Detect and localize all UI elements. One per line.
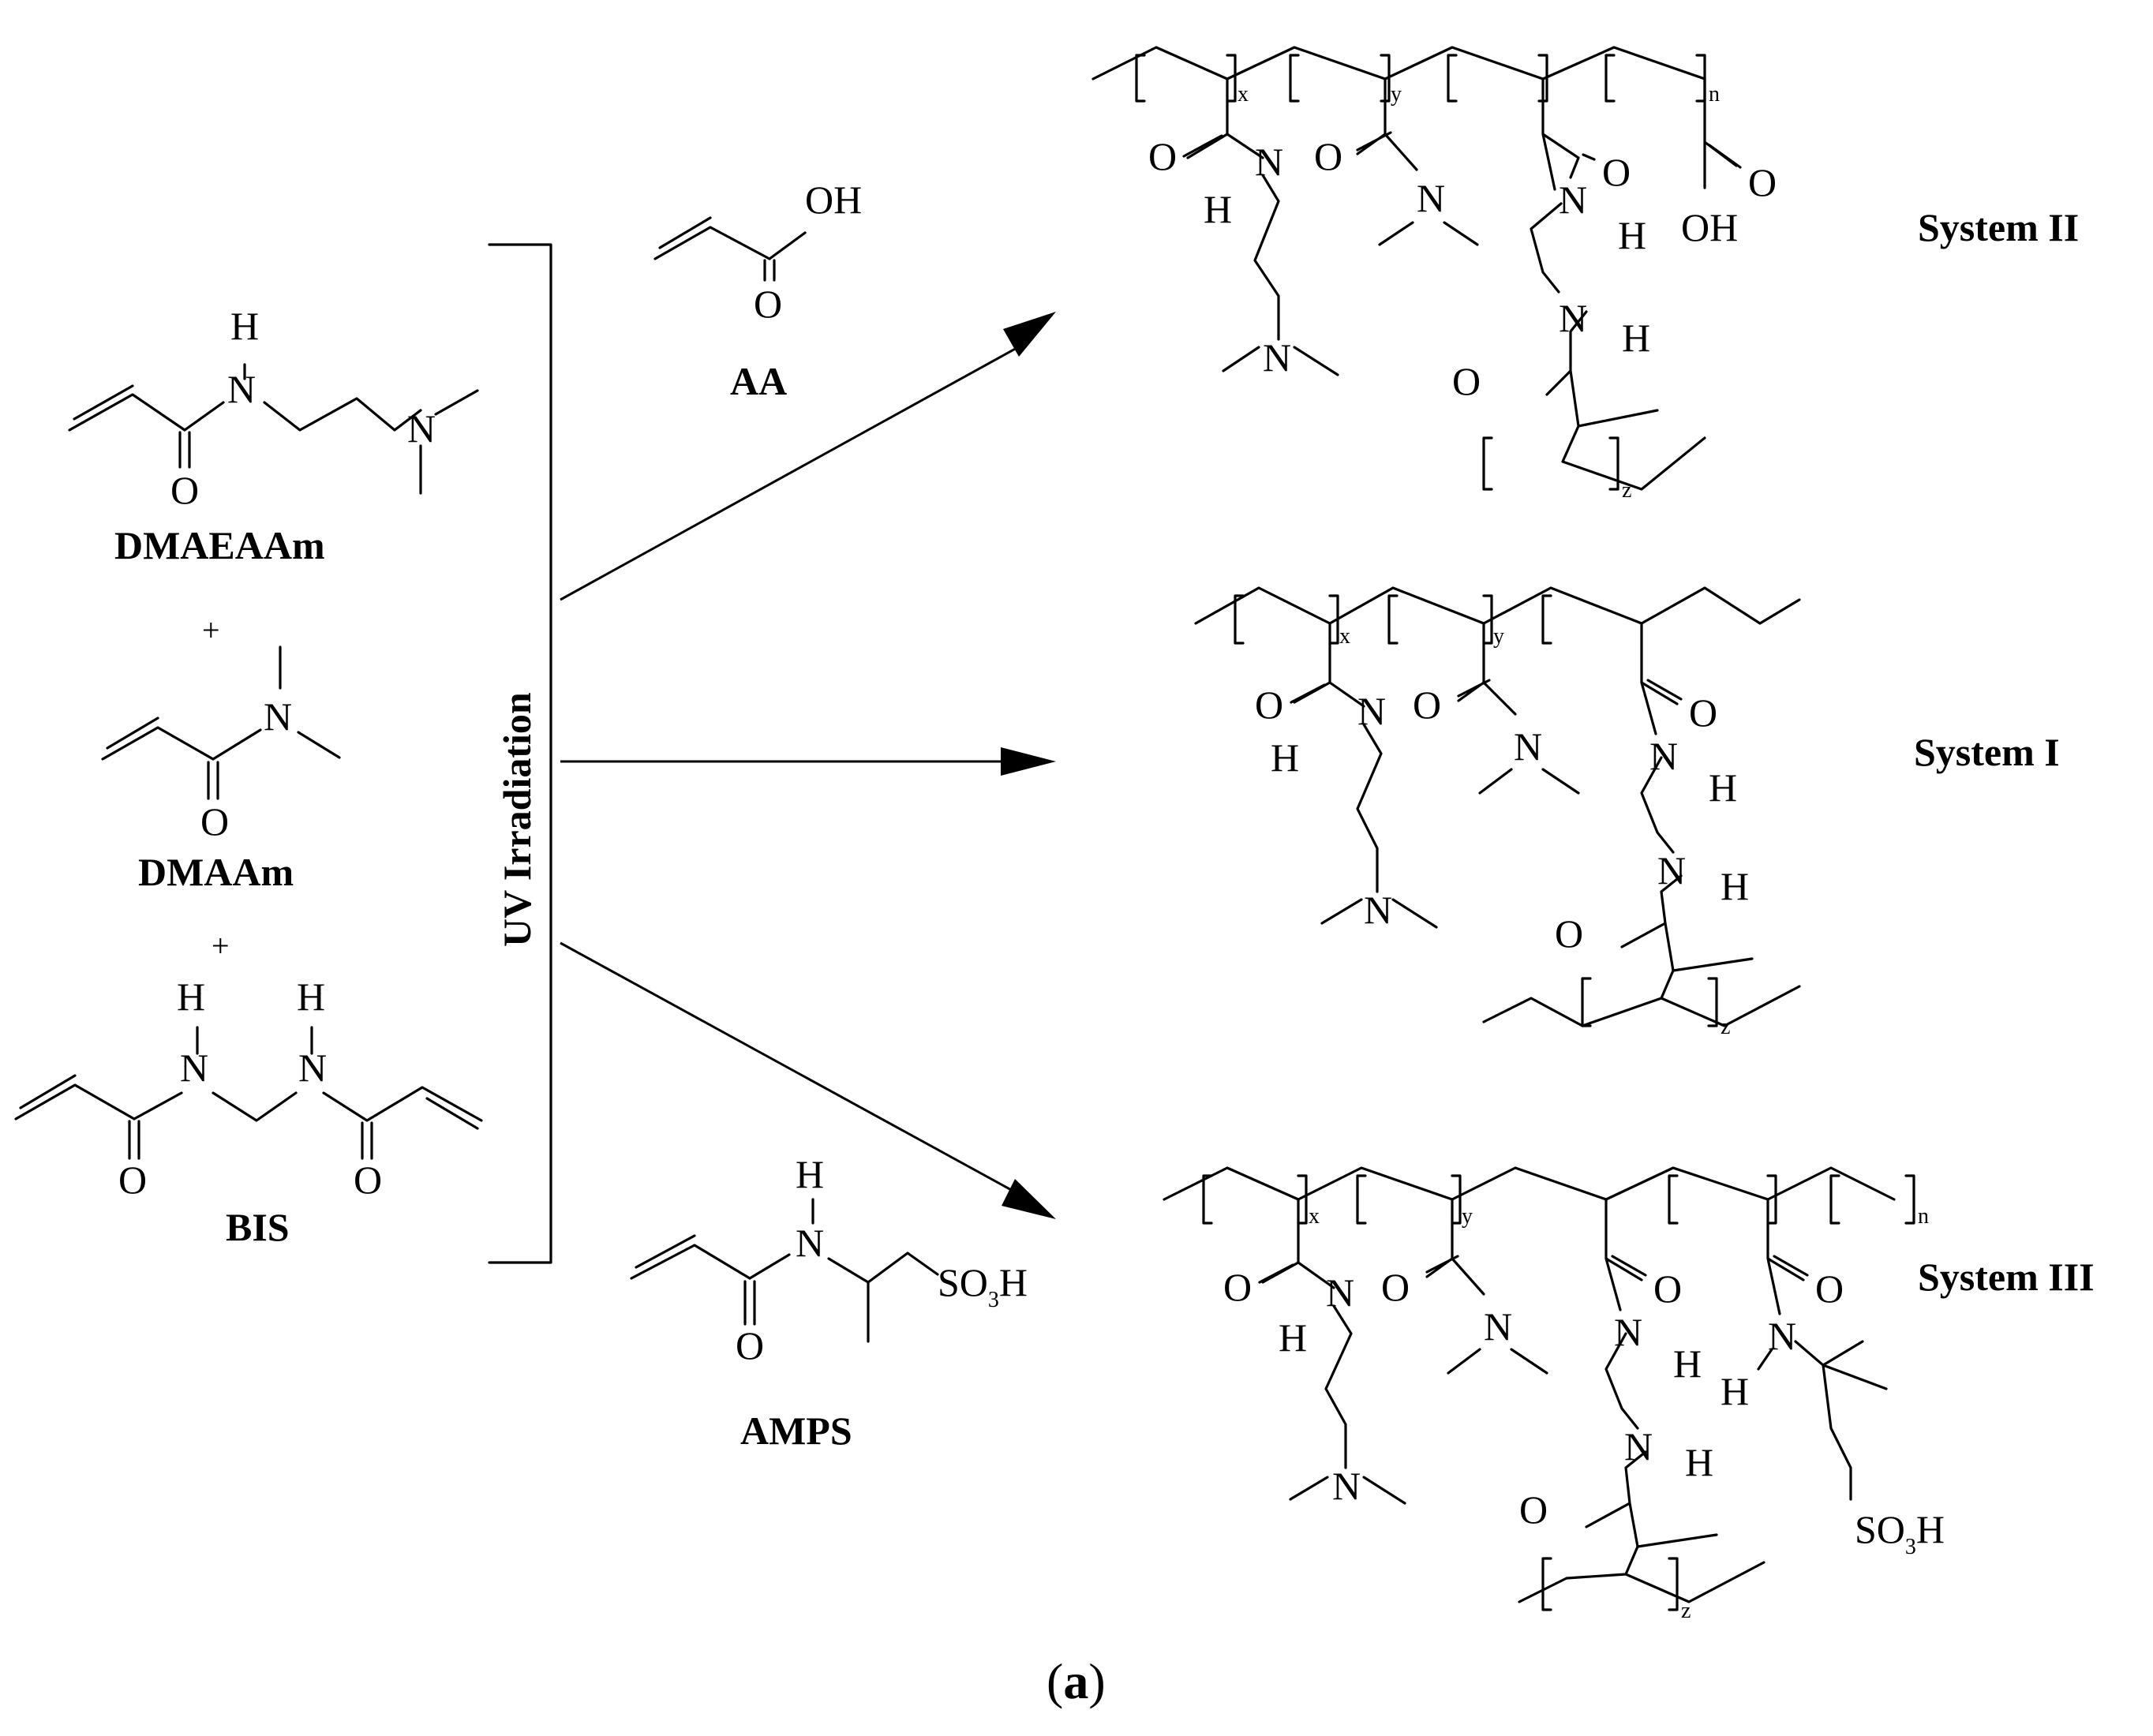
system-iii-o-atom-4: O <box>1519 1487 1548 1532</box>
system-i-o-atom-4: O <box>1555 911 1583 956</box>
system-iii-n-atom-2: N <box>1332 1464 1361 1508</box>
plus-sign-2: + <box>212 928 230 963</box>
system-i-n-atom-3: N <box>1514 724 1542 769</box>
system-i-o-atom-2: O <box>1413 683 1441 727</box>
system-ii-n-atom-5: N <box>1559 296 1587 340</box>
dmaeaam-structure: H N N O <box>68 304 479 512</box>
system-iii-n-atom-3: N <box>1484 1304 1512 1349</box>
system-iii-n-atom-6: N <box>1768 1314 1796 1358</box>
bis-h-atom-right: H <box>297 975 325 1019</box>
system-ii-x-label: x <box>1238 82 1249 107</box>
system-ii-o-atom-1: O <box>1148 134 1177 178</box>
system-i-label: System I <box>1914 730 2060 774</box>
system-iii-label: System III <box>1918 1255 2095 1299</box>
system-iii-n-atom-1: N <box>1326 1270 1354 1315</box>
amps-structure: H N O SO3H <box>630 1152 1028 1367</box>
system-iii-o-atom-1: O <box>1223 1265 1252 1309</box>
figure-caption: (a) <box>1047 1653 1106 1709</box>
system-ii-h-atom-1: H <box>1204 187 1232 231</box>
dmaeaam-n-atom: N <box>227 367 256 411</box>
amps-n-atom: N <box>796 1221 824 1265</box>
system-i-h-atom-2: H <box>1709 765 1737 810</box>
system-ii-n-atom-2: N <box>1263 335 1291 380</box>
system-ii-z-label: z <box>1622 478 1631 503</box>
system-i-h-atom-3: H <box>1721 864 1749 908</box>
system-iii-h-atom-4: H <box>1721 1369 1749 1413</box>
amps-so3h-group: SO3H <box>938 1260 1028 1312</box>
uv-irradiation-label: UV Irradiation <box>495 692 539 947</box>
system-i-n-atom-4: N <box>1649 734 1678 778</box>
arrow-to-system-i <box>560 747 1056 776</box>
system-iii-n-label: n <box>1918 1204 1929 1229</box>
system-iii-h-atom-1: H <box>1279 1315 1307 1360</box>
dmaam-label: DMAAm <box>138 850 294 894</box>
system-i-o-atom-3: O <box>1689 690 1717 735</box>
system-ii-o-atom-3: O <box>1602 150 1631 194</box>
system-ii-label: System II <box>1918 205 2079 249</box>
system-iii-polymer: x y n O N H N O N O N H N H O z O N H SO… <box>1163 1166 1945 1623</box>
dmaam-n-atom: N <box>264 694 292 739</box>
system-ii-n-atom-3: N <box>1417 176 1445 220</box>
system-i-n-atom-2: N <box>1364 888 1392 932</box>
aa-structure: OH O <box>653 178 862 326</box>
system-ii-n-label: n <box>1709 82 1720 107</box>
system-i-x-label: x <box>1339 624 1350 649</box>
arrow-to-system-iii <box>560 941 1056 1219</box>
system-i-h-atom-1: H <box>1271 735 1299 780</box>
system-iii-n-atom-4: N <box>1614 1310 1642 1354</box>
system-i-y-label: y <box>1493 624 1504 649</box>
arrow-to-system-ii <box>560 312 1056 601</box>
aa-oh-group: OH <box>805 178 862 222</box>
amps-label: AMPS <box>740 1409 852 1453</box>
bis-n-atom-right: N <box>298 1046 327 1090</box>
system-i-polymer: x y O N H N O N O N H N H O z <box>1194 586 1801 1039</box>
system-ii-o-atom-4: O <box>1452 359 1481 403</box>
system-iii-z-label: z <box>1681 1599 1691 1623</box>
dmaeaam-label: DMAEAAm <box>114 523 325 567</box>
dmaeaam-h-atom: H <box>230 304 259 348</box>
system-i-n-atom-5: N <box>1657 848 1686 892</box>
system-iii-h-atom-3: H <box>1685 1440 1713 1484</box>
system-i-z-label: z <box>1721 1015 1730 1039</box>
amps-o-atom: O <box>736 1323 764 1367</box>
system-ii-o-atom-2: O <box>1314 134 1342 178</box>
system-iii-n-atom-5: N <box>1624 1424 1653 1468</box>
bis-label: BIS <box>226 1205 290 1249</box>
system-iii-o-atom-5: O <box>1815 1266 1844 1311</box>
system-ii-oh-group: OH <box>1681 205 1738 249</box>
system-iii-h-atom-2: H <box>1673 1341 1702 1386</box>
plus-sign-1: + <box>202 612 220 648</box>
system-ii-polymer: x y n O N H N O N O N H N H O z O OH <box>1091 46 1777 503</box>
dmaeaam-n2-atom: N <box>407 406 436 451</box>
system-ii-h-atom-3: H <box>1622 316 1650 360</box>
system-iii-o-atom-2: O <box>1381 1265 1410 1309</box>
system-ii-n-atom-4: N <box>1559 178 1587 222</box>
system-i-n-atom-1: N <box>1357 689 1386 733</box>
system-iii-y-label: y <box>1462 1204 1473 1229</box>
dmaeaam-o-atom: O <box>170 468 199 512</box>
aa-o-atom: O <box>754 282 782 326</box>
aa-label: AA <box>730 359 787 403</box>
dmaam-o-atom: O <box>200 799 229 844</box>
system-ii-h-atom-2: H <box>1618 213 1646 257</box>
bis-h-atom-left: H <box>177 975 205 1019</box>
system-iii-x-label: x <box>1309 1204 1320 1229</box>
system-ii-y-label: y <box>1391 82 1402 107</box>
dmaam-structure: N O <box>101 645 341 844</box>
bis-n-atom-left: N <box>180 1046 208 1090</box>
reactant-bracket <box>488 243 552 1264</box>
system-iii-so3h-group: SO3H <box>1855 1507 1945 1559</box>
bis-structure: H H N N O O <box>14 975 483 1202</box>
bis-o-atom-left: O <box>118 1158 147 1202</box>
system-ii-o-atom-5: O <box>1748 160 1777 204</box>
system-i-o-atom-1: O <box>1255 683 1283 727</box>
system-ii-n-atom-1: N <box>1255 140 1283 184</box>
bis-o-atom-right: O <box>354 1158 382 1202</box>
system-iii-o-atom-3: O <box>1653 1266 1682 1311</box>
amps-h-atom: H <box>796 1152 824 1196</box>
